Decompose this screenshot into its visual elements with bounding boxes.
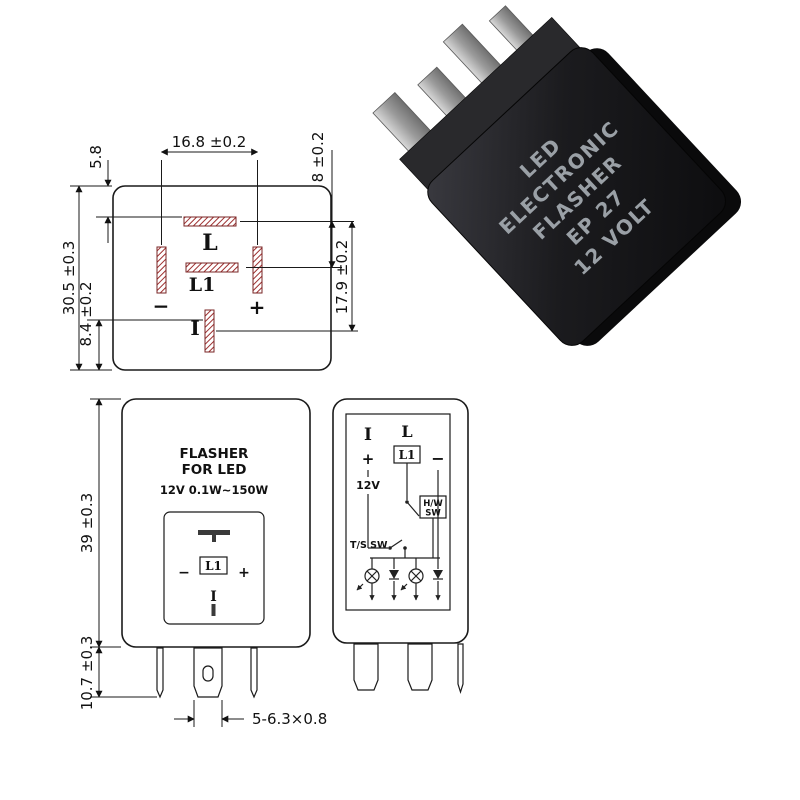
front-label-line2: FOR LED — [182, 462, 247, 478]
dim-17-9-text: 17.9 ±0.2 — [333, 240, 351, 315]
pin-minus-label: − — [153, 294, 170, 318]
dim-8-4-text: 8.4 ±0.2 — [77, 281, 95, 346]
dim-pin-width-text: 5-6.3×0.8 — [252, 710, 327, 728]
circuit-pin-left — [353, 643, 379, 691]
diode-icon — [433, 570, 443, 580]
dim-39: 39 ±0.3 — [78, 398, 121, 648]
dim-8: 8 ±0.2 — [240, 132, 354, 269]
dim-8-text: 8 ±0.2 — [309, 132, 327, 183]
circuit-minus-label: − — [431, 449, 444, 468]
front-view-drawing: FLASHER FOR LED 12V 0.1W~150W L1 − + I 3… — [78, 398, 327, 728]
circuit-wiring — [367, 463, 440, 569]
led-arrows-icon — [356, 583, 408, 591]
pinout-l-tick-icon — [212, 535, 216, 542]
front-pin-right — [250, 647, 258, 699]
pin-plus-label: + — [249, 295, 266, 319]
front-view-body — [121, 398, 311, 648]
pinout-i-label: I — [210, 589, 217, 605]
front-pin-left — [156, 647, 164, 699]
top-view-drawing: L L1 − + I 30.5 ±0.3 8.4 ±0.2 5.8 — [60, 132, 358, 371]
pinout-l1-box — [199, 556, 228, 575]
dim-10-7: 10.7 ±0.3 — [78, 636, 157, 711]
switch-arm-icon — [389, 539, 403, 549]
hw-switch-label-2: SW — [425, 509, 441, 519]
front-label-line3: 12V 0.1W~150W — [160, 483, 269, 497]
dim-17-9: 17.9 ±0.2 — [216, 220, 358, 332]
circuit-panel — [345, 413, 451, 611]
dim-16-8: 16.8 ±0.2 — [160, 133, 259, 245]
dim-pin-width: 5-6.3×0.8 — [174, 700, 327, 728]
top-view-body — [112, 185, 332, 371]
pin-minus-blade — [156, 246, 167, 294]
dim-16-8-text: 16.8 ±0.2 — [172, 133, 247, 151]
pin-l-label: L — [202, 230, 217, 256]
circuit-pin-center — [407, 643, 433, 691]
pin-i-blade — [204, 309, 215, 353]
output-arrows-icon — [369, 581, 441, 601]
front-label-line1: FLASHER — [180, 446, 250, 462]
dim-39-text: 39 ±0.3 — [78, 493, 96, 553]
dim-8-4: 8.4 ±0.2 — [77, 281, 203, 371]
circuit-body — [332, 398, 469, 644]
circuit-plus-label: + — [362, 450, 375, 468]
hw-switch-label-1: H/W — [423, 499, 443, 509]
dim-10-7-text: 10.7 ±0.3 — [78, 636, 96, 711]
pinout-l-blade-icon — [198, 530, 230, 535]
switch-arm-icon — [406, 501, 420, 517]
circuit-l1-label: L1 — [399, 448, 416, 462]
dim-5-8-text: 5.8 — [87, 145, 105, 169]
front-pinout-panel — [163, 511, 265, 625]
circuit-l-label: L — [401, 422, 412, 441]
dim-30-5-text: 30.5 ±0.3 — [60, 241, 78, 316]
pin-plus-blade — [252, 246, 263, 294]
diode-icon — [389, 570, 399, 580]
pinout-i-blade-icon — [211, 604, 216, 616]
front-pin-center — [193, 647, 223, 698]
circuit-pin-right — [457, 643, 464, 695]
front-pin-center-slot — [202, 665, 214, 682]
pin-l1-label: L1 — [189, 274, 216, 296]
pin-l1-blade — [185, 262, 239, 273]
pin-i-label: I — [190, 316, 199, 340]
pinout-plus-label: + — [238, 565, 250, 581]
pinout-l1-label: L1 — [205, 559, 222, 573]
relay-front-face — [427, 47, 726, 346]
circuit-12v-label: 12V — [356, 479, 380, 492]
circuit-i-label: I — [364, 425, 372, 445]
ts-switch-label: T/S SW — [350, 540, 388, 551]
circuit-view-drawing: I + 12V L L1 − H/W SW T/S SW — [332, 398, 469, 695]
relay-photo: LED ELECTRONIC FLASHER EP 27 12 VOLT — [372, 5, 742, 346]
pinout-minus-label: − — [178, 565, 190, 581]
pin-l-blade — [183, 216, 237, 227]
dim-5-8: 5.8 — [87, 145, 182, 243]
